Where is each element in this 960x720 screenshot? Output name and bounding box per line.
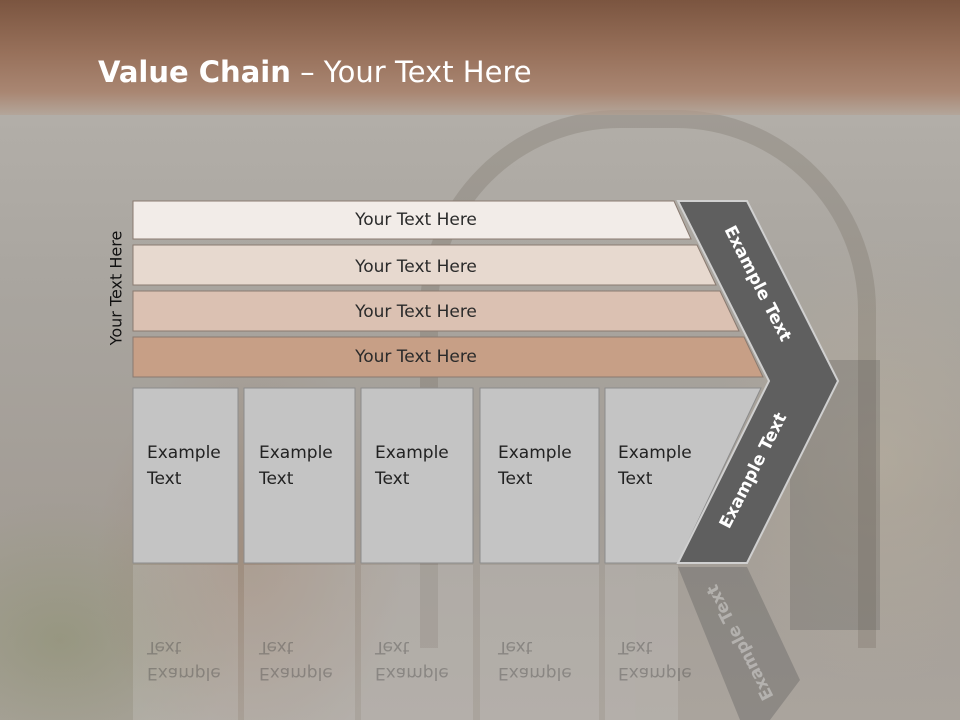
cell-2-line1: Example (259, 443, 333, 463)
band-4-label: Your Text Here (354, 347, 477, 367)
band-4-shape (132, 336, 764, 378)
chevron-shape (676, 200, 840, 564)
cell-3-reflection-line2: Text (375, 637, 410, 657)
cell-5-line2: Text (618, 469, 653, 489)
cell-5-reflection-line2: Text (618, 637, 653, 657)
cell-2-reflection-text: Example Text (259, 634, 333, 686)
cell-4-line1: Example (498, 443, 572, 463)
cell-4 (479, 387, 600, 564)
cell-1-line2: Text (147, 469, 182, 489)
band-4: Your Text Here (132, 336, 764, 378)
band-2-shape (132, 244, 717, 286)
cell-5-reflection-text: Example Text (618, 634, 692, 686)
cell-2-reflection (244, 565, 355, 720)
cells-reflection (133, 565, 678, 720)
cell-1-line1: Example (147, 443, 221, 463)
band-3-label: Your Text Here (354, 302, 477, 322)
cell-4-line2: Text (498, 469, 533, 489)
cell-3-line2: Text (375, 469, 410, 489)
cell-3-reflection-text: Example Text (375, 634, 449, 686)
cell-3 (360, 387, 474, 564)
cell-2 (243, 387, 356, 564)
slide-title: Value Chain – Your Text Here (98, 55, 532, 89)
cell-1-reflection-line2: Text (147, 637, 182, 657)
cell-2-reflection-line1: Example (259, 663, 333, 683)
cell-1-reflection-line1: Example (147, 663, 221, 683)
cell-3-reflection (361, 565, 473, 720)
chevron-reflection (678, 567, 800, 720)
cell-1-reflection (133, 565, 238, 720)
cell-4-reflection-text: Example Text (498, 634, 572, 686)
band-1-shape (132, 200, 692, 240)
band-2: Your Text Here (132, 244, 717, 286)
cell-3-reflection-line1: Example (375, 663, 449, 683)
title-rest: – Your Text Here (290, 55, 532, 89)
cell-2-line2: Text (259, 469, 294, 489)
band-2-label: Your Text Here (354, 257, 477, 277)
cell-4-reflection-line2: Text (498, 637, 533, 657)
cell-4-reflection (480, 565, 599, 720)
title-bold: Value Chain (98, 55, 291, 89)
cell-1-reflection-text: Example Text (147, 634, 221, 686)
cell-1 (132, 387, 239, 564)
cell-4-reflection-line1: Example (498, 663, 572, 683)
cell-5-reflection-line1: Example (618, 663, 692, 683)
cell-3-line1: Example (375, 443, 449, 463)
cell-2-reflection-line2: Text (259, 637, 294, 657)
band-1: Your Text Here (132, 200, 692, 240)
band-1-label: Your Text Here (354, 210, 477, 230)
cell-5-reflection (605, 565, 678, 720)
header-bar (0, 0, 960, 115)
band-3: Your Text Here (132, 290, 740, 332)
band-3-shape (132, 290, 740, 332)
cell-5-line1: Example (618, 443, 692, 463)
